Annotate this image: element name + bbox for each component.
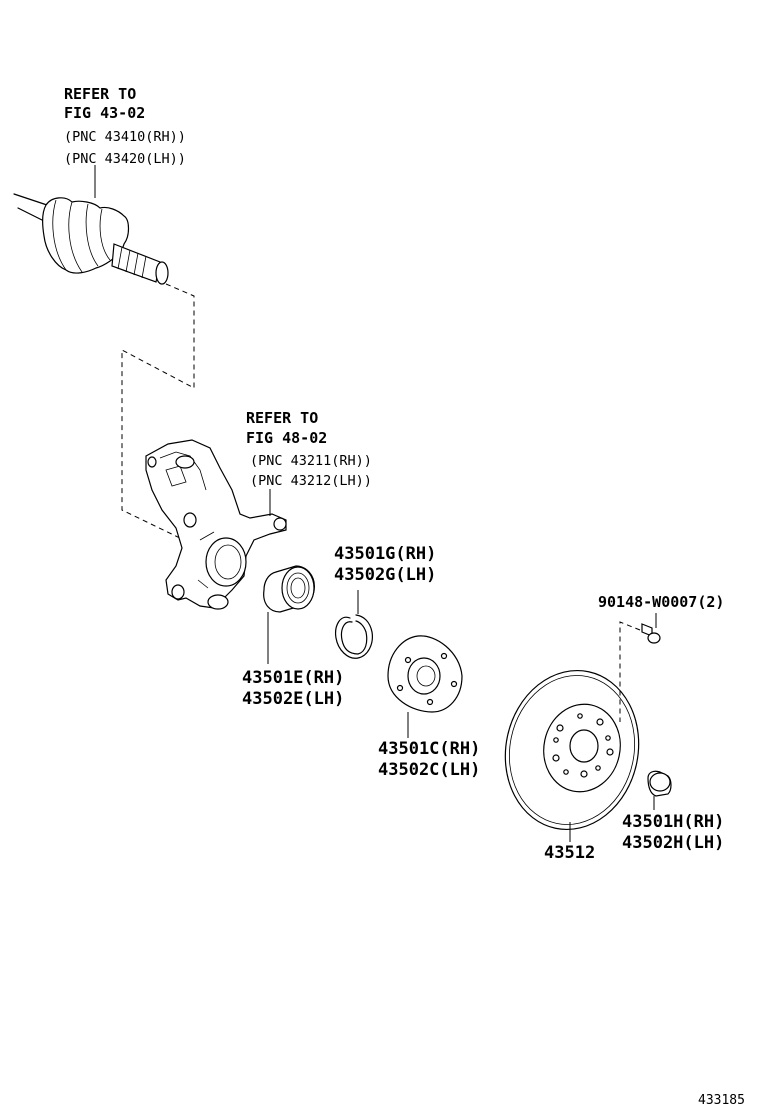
drive-shaft-part[interactable]: [13, 193, 169, 285]
hub-bearing-part[interactable]: [263, 565, 315, 613]
driveshaft-refer-label: REFER TO: [64, 85, 136, 103]
snap-ring-lh-label[interactable]: 43502G(LH): [334, 565, 436, 585]
knuckle-pnc-rh-label: (PNC 43211(RH)): [250, 453, 372, 469]
disc-label[interactable]: 43512: [544, 843, 595, 863]
grease-cap-part[interactable]: [647, 770, 672, 797]
cap-rh-label[interactable]: 43501H(RH): [622, 812, 724, 832]
steering-knuckle-part[interactable]: [145, 439, 287, 610]
knuckle-fig-label: FIG 48-02: [246, 429, 327, 447]
driveshaft-pnc-rh-label: (PNC 43410(RH)): [64, 129, 186, 145]
disc-rotor-part[interactable]: [491, 658, 653, 842]
drive-shaft-alignment-line: [121, 283, 195, 541]
bearing-rh-label[interactable]: 43501E(RH): [242, 668, 344, 688]
knuckle-refer-label: REFER TO: [246, 409, 318, 427]
screw-part[interactable]: [641, 623, 661, 644]
driveshaft-fig-label: FIG 43-02: [64, 104, 145, 122]
hub-lh-label[interactable]: 43502C(LH): [378, 760, 480, 780]
bearing-lh-label[interactable]: 43502E(LH): [242, 689, 344, 709]
axle-hub-part[interactable]: [387, 635, 463, 713]
cap-lh-label[interactable]: 43502H(LH): [622, 833, 724, 853]
driveshaft-pnc-lh-label: (PNC 43420(LH)): [64, 151, 186, 167]
hub-rh-label[interactable]: 43501C(RH): [378, 739, 480, 759]
screw-alignment-line: [619, 621, 641, 722]
screw-label[interactable]: 90148-W0007(2): [598, 593, 724, 611]
snap-ring-rh-label[interactable]: 43501G(RH): [334, 544, 436, 564]
knuckle-pnc-lh-label: (PNC 43212(LH)): [250, 473, 372, 489]
snap-ring-part[interactable]: [335, 614, 373, 659]
figure-number: 433185: [698, 1093, 745, 1108]
